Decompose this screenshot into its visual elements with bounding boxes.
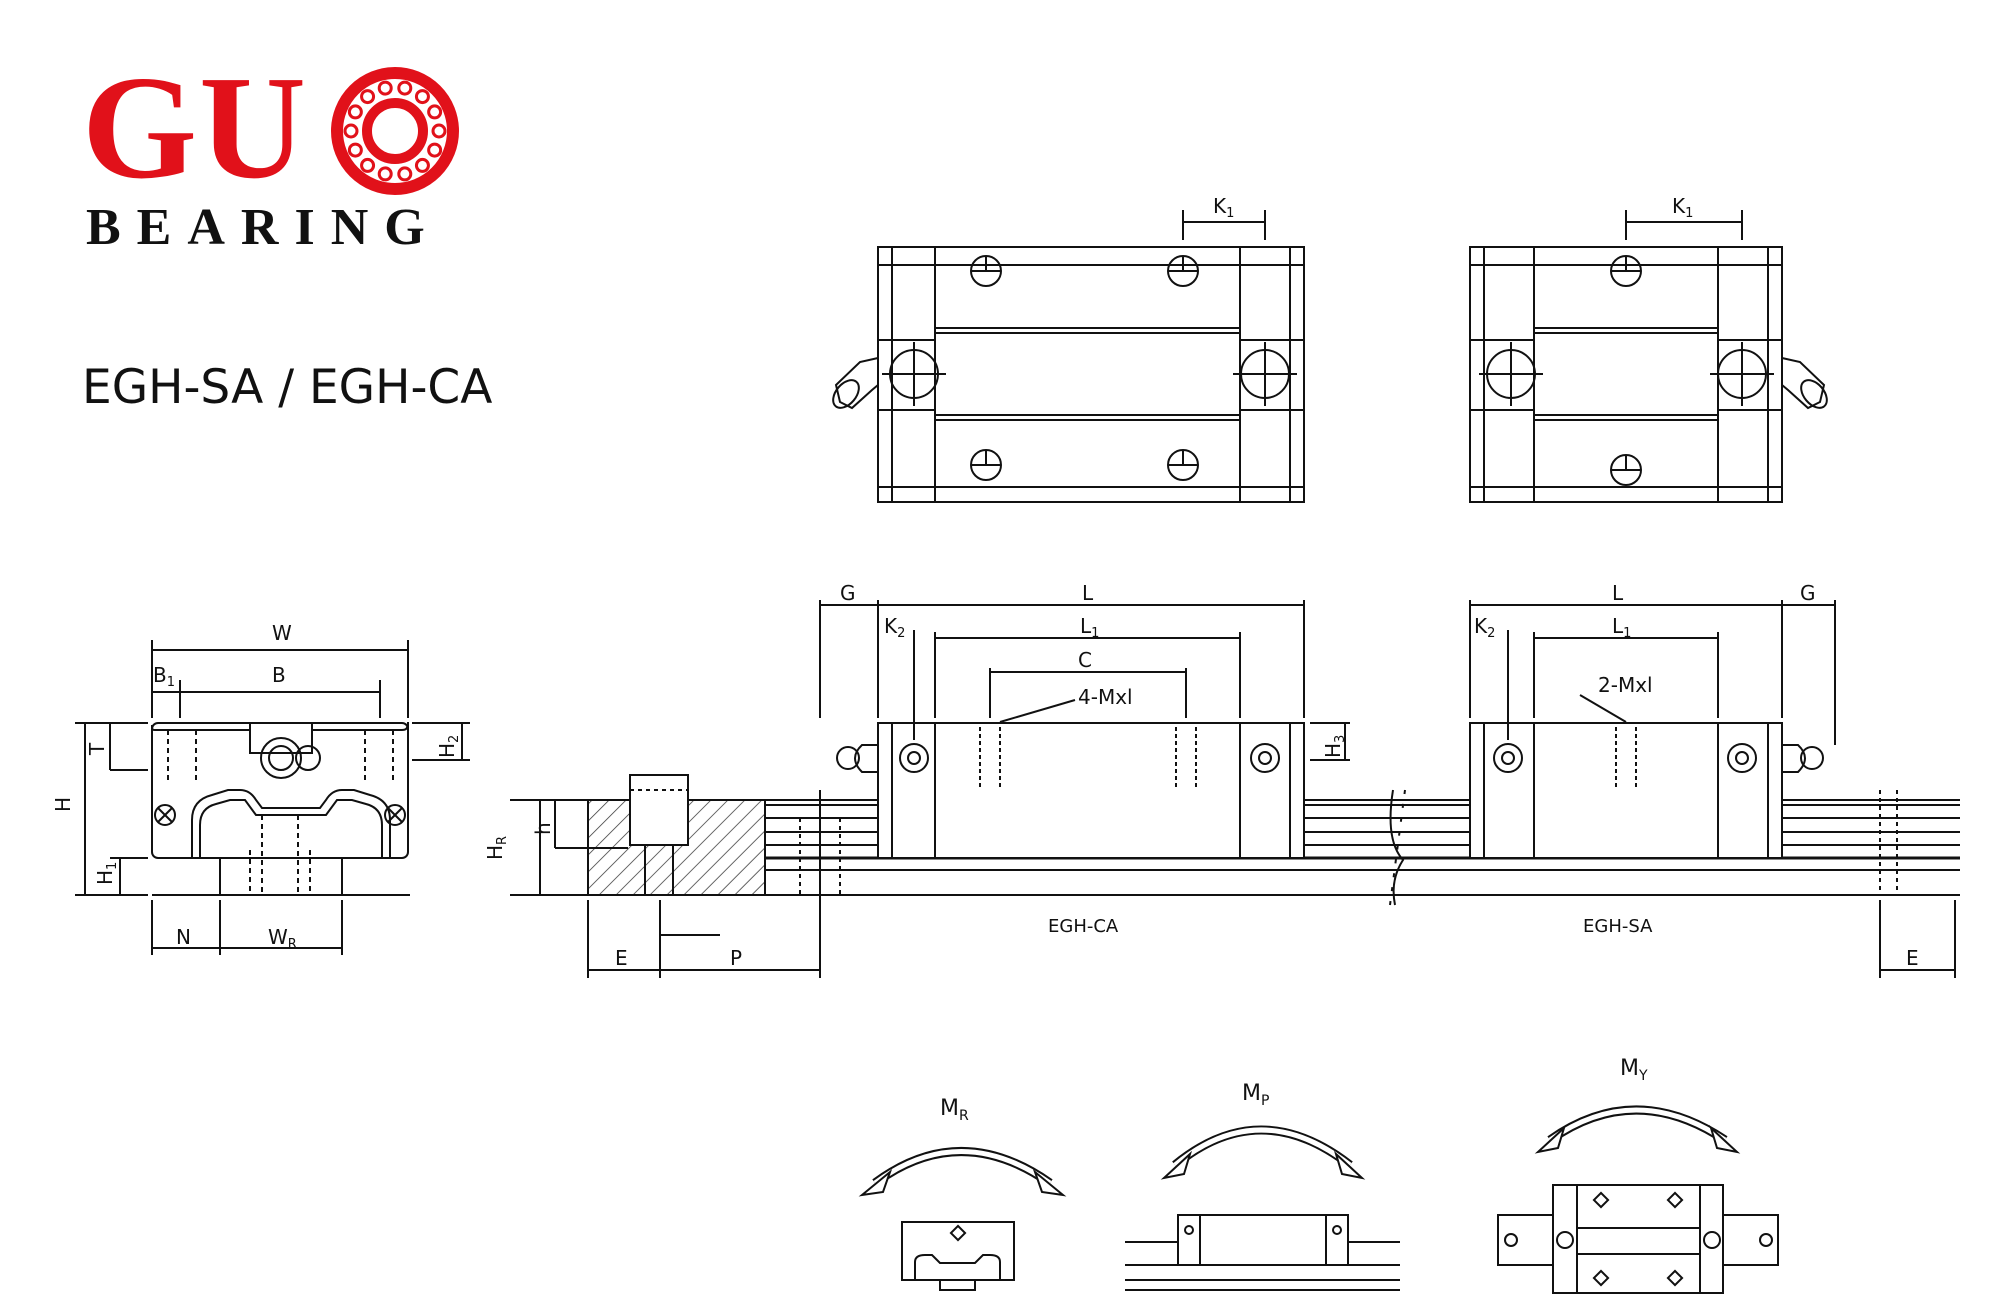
brand-wordmark: GU — [82, 46, 308, 210]
dim-hr: HR — [483, 836, 510, 860]
moment-my-diagram — [1497, 1105, 1779, 1294]
dim-h: H — [51, 797, 75, 812]
bearing-ball-icon — [414, 89, 430, 105]
moment-mr-diagram — [858, 1147, 1067, 1291]
bearing-ball-icon — [347, 104, 363, 120]
dim-g-right: G — [1800, 581, 1816, 605]
bearing-ball-icon — [343, 123, 359, 139]
bearing-ball-icon — [397, 80, 413, 96]
dim-l-ca: L — [1082, 581, 1094, 605]
dim-b: B — [272, 663, 286, 687]
brand-subtitle: BEARING — [86, 199, 441, 256]
dim-t: T — [85, 742, 109, 756]
bearing-ring-icon — [331, 67, 459, 195]
dim-n: N — [176, 925, 191, 949]
bearing-ball-icon — [397, 166, 413, 182]
dim-c: C — [1078, 648, 1092, 672]
moment-my-label: MY — [1620, 1056, 1648, 1084]
dim-g-left: G — [840, 581, 856, 605]
dim-h3: H3 — [1321, 735, 1348, 758]
dim-p: P — [730, 946, 742, 970]
dim-k1-ca: K1 — [1213, 194, 1234, 221]
model-title: EGH-SA / EGH-CA — [82, 360, 493, 415]
dim-h1: H1 — [93, 862, 120, 885]
dim-wr: WR — [268, 925, 297, 952]
moment-mp-label: MP — [1242, 1081, 1269, 1109]
dim-h2: H2 — [435, 735, 462, 758]
dim-w: W — [272, 621, 292, 645]
bearing-ball-icon — [347, 142, 363, 158]
top-view-ca — [832, 210, 1305, 503]
callout-ca-thread: 4-Mxl — [1078, 685, 1133, 709]
dim-l-sa: L — [1612, 581, 1624, 605]
bearing-ball-icon — [427, 142, 443, 158]
side-view — [510, 600, 1960, 978]
bearing-ball-icon — [414, 157, 430, 173]
dim-k1-sa: K1 — [1672, 194, 1693, 221]
bearing-ball-icon — [377, 80, 393, 96]
end-view — [75, 640, 470, 955]
dim-k2-ca: K2 — [884, 614, 905, 641]
label-egh-sa: EGH-SA — [1583, 916, 1653, 937]
callout-sa-thread: 2-Mxl — [1598, 673, 1653, 697]
brand-logo: GU — [82, 46, 522, 210]
bearing-ball-icon — [431, 123, 447, 139]
dim-e-left: E — [615, 946, 628, 970]
dim-l1-sa: L1 — [1612, 614, 1631, 641]
bearing-ball-icon — [360, 157, 376, 173]
bearing-ball-icon — [427, 104, 443, 120]
dim-b1: B1 — [153, 663, 175, 690]
moment-mp-diagram — [1125, 1125, 1400, 1291]
top-view-sa — [1469, 210, 1828, 503]
bearing-ball-icon — [360, 89, 376, 105]
moment-mr-label: MR — [940, 1096, 969, 1124]
bearing-ball-icon — [377, 166, 393, 182]
dim-l1-ca: L1 — [1080, 614, 1099, 641]
label-egh-ca: EGH-CA — [1048, 916, 1119, 937]
dim-k2-sa: K2 — [1474, 614, 1495, 641]
dim-e-right: E — [1906, 946, 1919, 970]
dim-h-small: h — [531, 822, 555, 835]
